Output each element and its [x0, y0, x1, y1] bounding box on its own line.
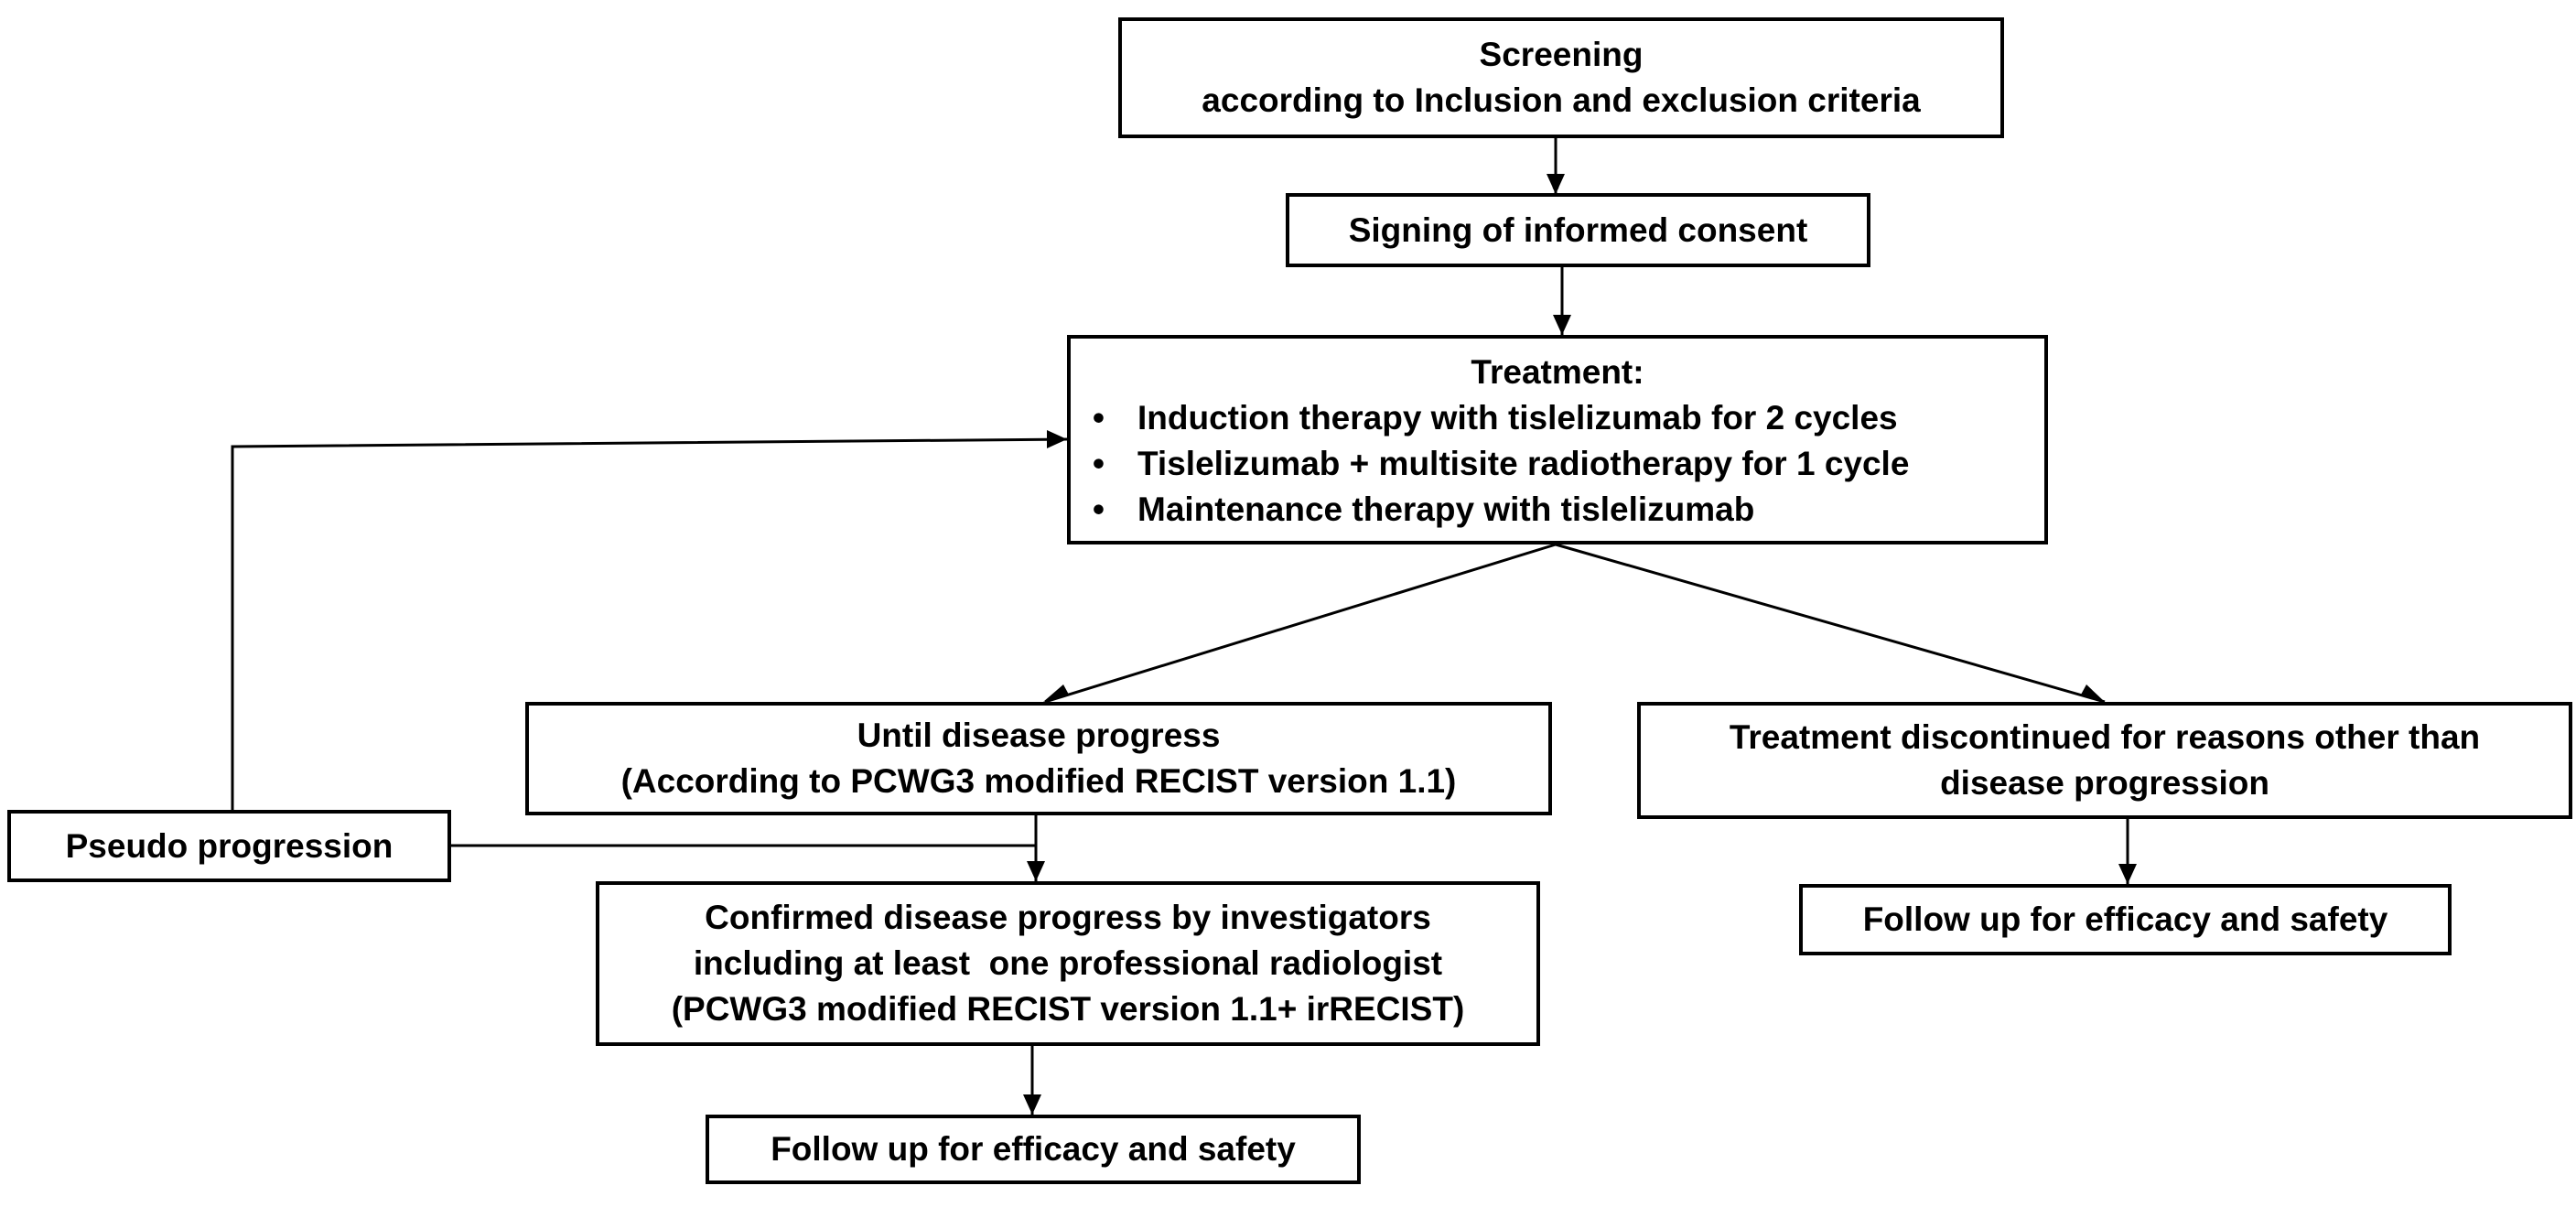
- screening-criteria: according to Inclusion and exclusion cri…: [1202, 81, 1921, 119]
- confirmed-line-1: Confirmed disease progress by investigat…: [705, 899, 1431, 936]
- arrowhead-loop-treatment: [1047, 430, 1067, 448]
- treatment-item-text: Maintenance therapy with tislelizumab: [1137, 490, 1755, 528]
- arrow-treatment-to-until-progress: [1044, 543, 1557, 704]
- treatment-list: • Induction therapy with tislelizumab for…: [1071, 395, 1909, 533]
- treatment-item-text: Tislelizumab + multisite radiotherapy fo…: [1137, 445, 1910, 482]
- bullet-icon: •: [1093, 399, 1105, 437]
- bullet-icon: •: [1093, 490, 1105, 528]
- screening-box: Screening according to Inclusion and exc…: [1118, 17, 2004, 138]
- until-progress-box: Until disease progress (According to PCW…: [525, 702, 1552, 815]
- informed-consent-box: Signing of informed consent: [1286, 193, 1870, 267]
- arrowhead-until-progress: [1043, 684, 1069, 702]
- confirmed-progress-box: Confirmed disease progress by investigat…: [596, 881, 1540, 1046]
- arrowhead-confirmed: [1027, 861, 1045, 881]
- treatment-item: • Induction therapy with tislelizumab for…: [1093, 395, 1909, 441]
- bullet-icon: •: [1093, 445, 1105, 482]
- arrow-treatment-to-discontinued: [1555, 543, 2106, 704]
- treatment-discontinued-box: Treatment discontinued for reasons other…: [1637, 702, 2572, 819]
- informed-consent-label: Signing of informed consent: [1348, 210, 1808, 249]
- arrow-pseudo-loop-to-treatment: [231, 437, 1068, 810]
- arrowhead-followup-left: [1023, 1094, 1041, 1115]
- followup-label: Follow up for efficacy and safety: [771, 1130, 1296, 1168]
- followup-box-discontinued: Follow up for efficacy and safety: [1799, 884, 2452, 955]
- discontinued-line-1: Treatment discontinued for reasons other…: [1729, 718, 2481, 756]
- arrowhead-treatment: [1553, 315, 1571, 335]
- screening-title: Screening: [1479, 36, 1644, 73]
- treatment-item: • Maintenance therapy with tislelizumab: [1093, 487, 1909, 533]
- pseudo-progression-label: Pseudo progression: [65, 826, 393, 865]
- followup-label: Follow up for efficacy and safety: [1862, 900, 2388, 938]
- treatment-item-text: Induction therapy with tislelizumab for …: [1137, 399, 1898, 437]
- arrowhead-followup-right: [2118, 864, 2137, 884]
- treatment-item: • Tislelizumab + multisite radiotherapy f…: [1093, 441, 1909, 487]
- treatment-title: Treatment:: [1471, 353, 1644, 391]
- discontinued-line-2: disease progression: [1940, 764, 2269, 802]
- confirmed-line-2: including at least one professional radi…: [693, 944, 1443, 982]
- until-progress-criteria: (According to PCWG3 modified RECIST vers…: [620, 762, 1457, 800]
- until-progress-title: Until disease progress: [857, 717, 1221, 754]
- arrowhead-discontinued: [2081, 684, 2105, 702]
- pseudo-progression-box: Pseudo progression: [7, 810, 451, 882]
- arrowhead-consent: [1547, 174, 1565, 194]
- followup-box-progression: Follow up for efficacy and safety: [706, 1115, 1361, 1184]
- confirmed-line-3: (PCWG3 modified RECIST version 1.1+ irRE…: [671, 990, 1465, 1028]
- treatment-box: Treatment: • Induction therapy with tisle…: [1067, 335, 2048, 544]
